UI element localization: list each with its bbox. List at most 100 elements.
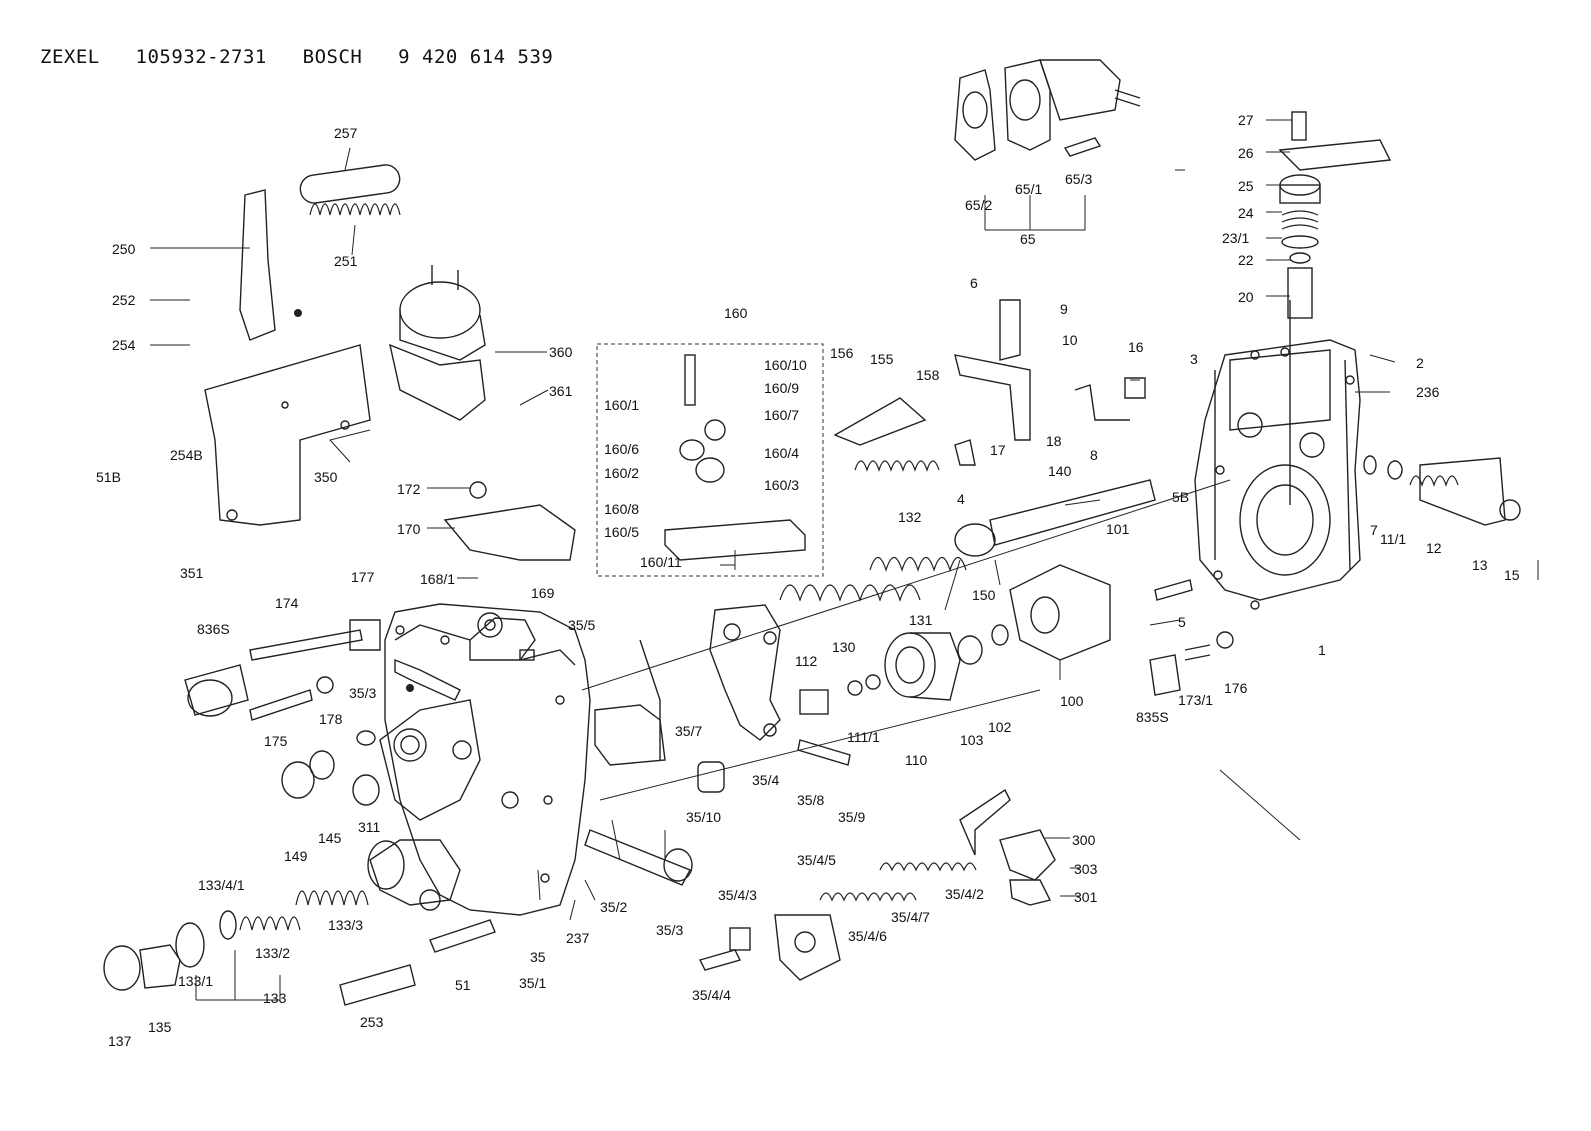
label-137: 137: [108, 1033, 132, 1049]
label-35-10: 35/10: [686, 809, 721, 825]
label-35-3-a: 35/3: [349, 685, 376, 701]
label-18: 18: [1046, 433, 1062, 449]
callout-labels: 257 250 251 252 254 51B 254B 350 351 360…: [96, 112, 1520, 1049]
label-17: 17: [990, 442, 1006, 458]
label-252: 252: [112, 292, 136, 308]
label-5b: 5B: [1172, 489, 1189, 505]
label-26: 26: [1238, 145, 1254, 161]
label-65: 65: [1020, 231, 1036, 247]
label-132: 132: [898, 509, 922, 525]
label-360: 360: [549, 344, 573, 360]
label-156: 156: [830, 345, 854, 361]
label-170: 170: [397, 521, 421, 537]
label-12: 12: [1426, 540, 1442, 556]
label-158: 158: [916, 367, 940, 383]
label-5: 5: [1178, 614, 1186, 630]
label-35-5: 35/5: [568, 617, 595, 633]
vacuum-unit-drawing: [204, 164, 486, 526]
label-133-3: 133/3: [328, 917, 363, 933]
label-65-3: 65/3: [1065, 171, 1092, 187]
label-311: 311: [358, 819, 381, 835]
label-51b: 51B: [96, 469, 121, 485]
label-237: 237: [566, 930, 590, 946]
label-9: 9: [1060, 301, 1068, 317]
label-257: 257: [334, 125, 358, 141]
label-301: 301: [1074, 889, 1098, 905]
label-27: 27: [1238, 112, 1254, 128]
label-176: 176: [1224, 680, 1248, 696]
label-101: 101: [1106, 521, 1130, 537]
label-254: 254: [112, 337, 136, 353]
lower-parts-drawing: [103, 579, 1234, 1006]
label-178: 178: [319, 711, 343, 727]
label-160-9: 160/9: [764, 380, 799, 396]
label-836s: 836S: [197, 621, 230, 637]
label-16: 16: [1128, 339, 1144, 355]
label-160: 160: [724, 305, 748, 321]
label-173-1: 173/1: [1178, 692, 1213, 708]
label-3: 3: [1190, 351, 1198, 367]
label-145: 145: [318, 830, 342, 846]
label-35-4-3: 35/4/3: [718, 887, 757, 903]
label-35-8: 35/8: [797, 792, 824, 808]
label-131: 131: [909, 612, 933, 628]
label-160-10: 160/10: [764, 357, 807, 373]
label-251: 251: [334, 253, 358, 269]
label-35-1: 35/1: [519, 975, 546, 991]
label-133-4-1: 133/4/1: [198, 877, 245, 893]
label-160-8: 160/8: [604, 501, 639, 517]
leader-lines: [150, 119, 1539, 1001]
label-11-1: 11/1: [1380, 531, 1406, 547]
label-112: 112: [795, 653, 818, 669]
label-150: 150: [972, 587, 996, 603]
label-65-1: 65/1: [1015, 181, 1042, 197]
label-100: 100: [1060, 693, 1084, 709]
label-7: 7: [1370, 522, 1378, 538]
label-160-2: 160/2: [604, 465, 639, 481]
label-160-6: 160/6: [604, 441, 639, 457]
label-169: 169: [531, 585, 555, 601]
label-25: 25: [1238, 178, 1254, 194]
label-174: 174: [275, 595, 299, 611]
label-149: 149: [284, 848, 308, 864]
label-35: 35: [530, 949, 546, 965]
diagram-title: ZEXEL 105932-2731 BOSCH 9 420 614 539: [40, 46, 554, 68]
label-15: 15: [1504, 567, 1520, 583]
label-35-4-2: 35/4/2: [945, 886, 984, 902]
label-35-7: 35/7: [675, 723, 702, 739]
label-254b: 254B: [170, 447, 203, 463]
label-160-11: 160/11: [640, 554, 682, 570]
label-168-1: 168/1: [420, 571, 455, 587]
label-35-4-4: 35/4/4: [692, 987, 731, 1003]
label-177: 177: [351, 569, 375, 585]
label-35-4-6: 35/4/6: [848, 928, 887, 944]
label-250: 250: [112, 241, 136, 257]
label-135: 135: [148, 1019, 172, 1035]
label-65-2: 65/2: [965, 197, 992, 213]
label-22: 22: [1238, 252, 1254, 268]
label-351: 351: [180, 565, 204, 581]
label-140: 140: [1048, 463, 1072, 479]
label-8: 8: [1090, 447, 1098, 463]
label-236: 236: [1416, 384, 1440, 400]
label-102: 102: [988, 719, 1012, 735]
label-160-1: 160/1: [604, 397, 639, 413]
label-110: 110: [905, 752, 928, 768]
label-35-4-5: 35/4/5: [797, 852, 836, 868]
label-160-3: 160/3: [764, 477, 799, 493]
label-24: 24: [1238, 205, 1254, 221]
label-175: 175: [264, 733, 288, 749]
label-35-9: 35/9: [838, 809, 865, 825]
label-13: 13: [1472, 557, 1488, 573]
solenoid-drawing: [954, 59, 1141, 161]
label-133-1: 133/1: [178, 973, 213, 989]
label-35-4-7: 35/4/7: [891, 909, 930, 925]
label-6: 6: [970, 275, 978, 291]
label-133-2: 133/2: [255, 945, 290, 961]
label-350: 350: [314, 469, 338, 485]
label-133: 133: [263, 990, 287, 1006]
label-160-4: 160/4: [764, 445, 799, 461]
label-2: 2: [1416, 355, 1424, 371]
label-20: 20: [1238, 289, 1254, 305]
label-51: 51: [455, 977, 471, 993]
